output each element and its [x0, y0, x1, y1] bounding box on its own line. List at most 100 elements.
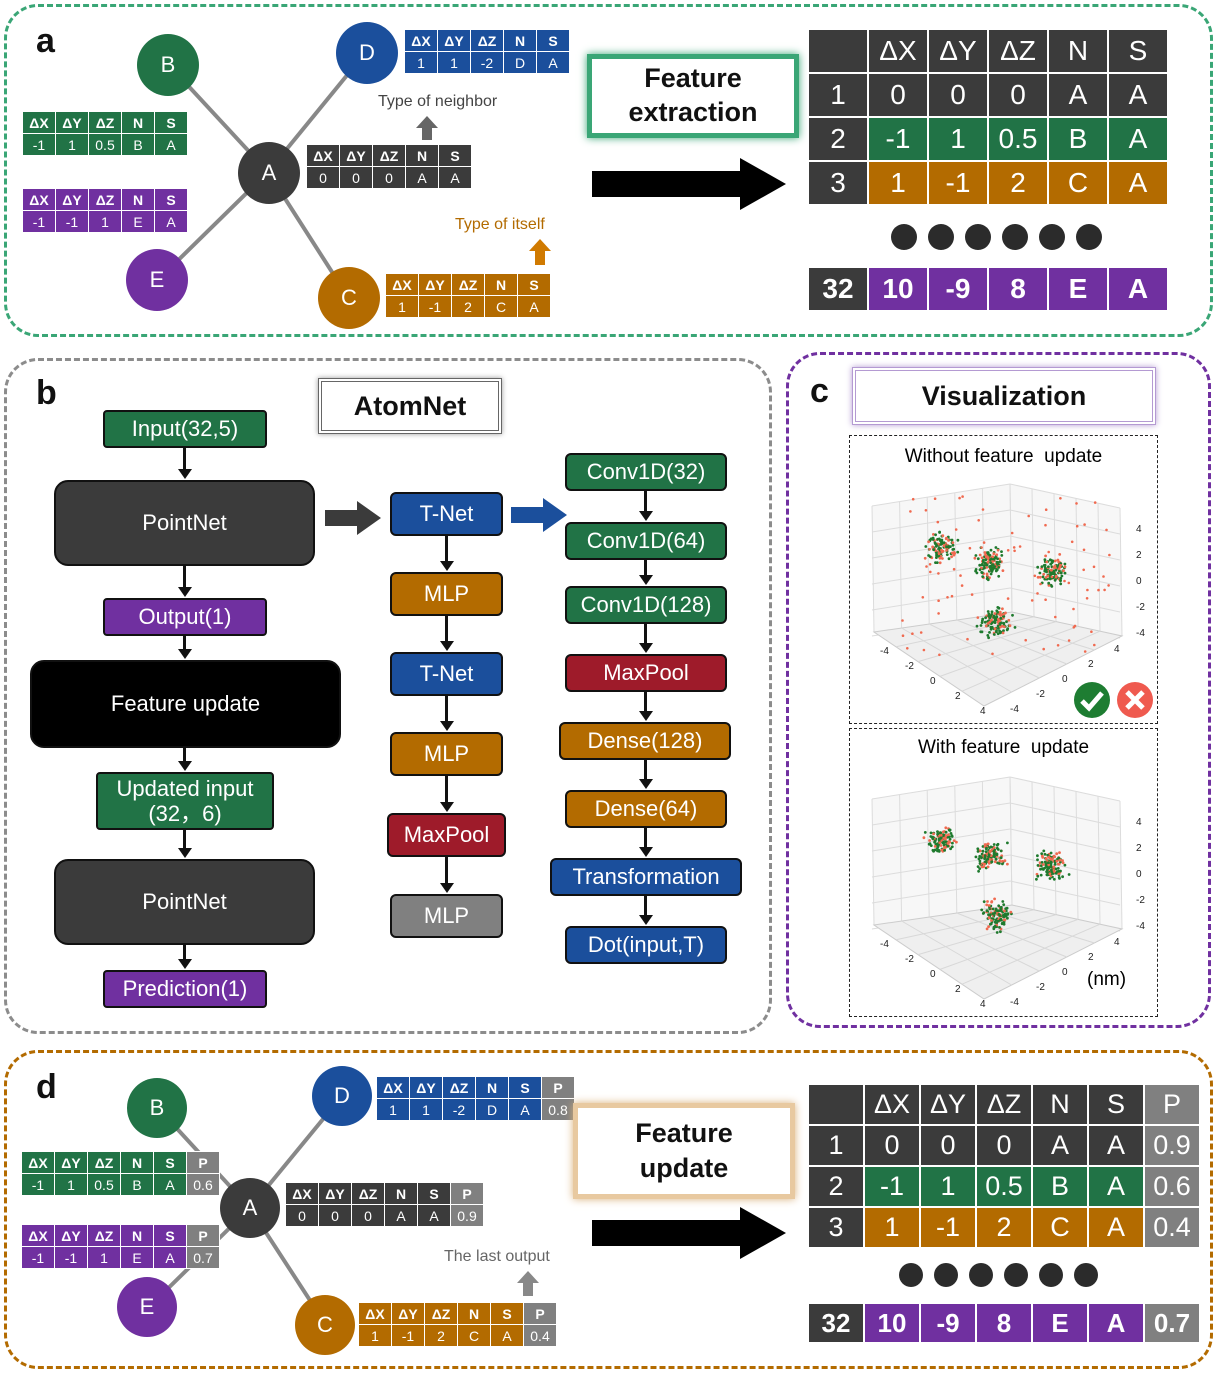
- feature-table-d-last-row: 32 10 -9 8 E A 0.7: [807, 1302, 1201, 1344]
- scatter-point: [1006, 597, 1010, 600]
- scatter-point: [993, 855, 996, 859]
- scatter-point: [991, 652, 994, 656]
- scatter-point: [933, 845, 937, 848]
- feature-update-title-box: Feature update: [573, 1103, 795, 1199]
- node-a: A: [220, 1178, 280, 1238]
- scatter-point: [1093, 501, 1097, 504]
- scatter-point: [987, 636, 990, 640]
- scatter-point: [1045, 560, 1049, 564]
- scatter-point: [990, 618, 993, 622]
- scatter-point: [935, 553, 938, 556]
- scatter-point: [952, 839, 956, 842]
- scatter-point: [1058, 553, 1062, 556]
- y-tick-label: -4: [1010, 997, 1019, 1008]
- scatter-point: [1001, 607, 1004, 611]
- scatter-point: [1002, 903, 1006, 906]
- mlp-box-3: MLP: [390, 894, 503, 938]
- scatter-point: [1009, 910, 1013, 914]
- updated-input-box: Updated input (32，6): [96, 772, 274, 830]
- scatter-point: [1049, 583, 1053, 587]
- scatter-point: [977, 869, 980, 873]
- y-tick-label: -4: [1010, 704, 1019, 715]
- scatter-point: [985, 846, 988, 850]
- type-of-neighbor-label: Type of neighbor: [378, 93, 498, 110]
- scatter-point: [947, 545, 950, 548]
- feature-table-d: ΔX ΔY ΔZ N S P 1 0 0 0 A A 0.9 2 -1 1 0.…: [807, 1083, 1201, 1249]
- scatter-point: [986, 842, 990, 846]
- scatter-point: [992, 552, 996, 556]
- output-box: Output(1): [103, 598, 267, 636]
- scatter-point: [1046, 574, 1050, 578]
- scatter-point: [991, 907, 995, 911]
- scatter-point: [986, 900, 989, 903]
- scatter-point: [1040, 852, 1044, 855]
- scatter-point: [980, 556, 984, 560]
- scatter-point: [999, 621, 1003, 625]
- scatter-point: [1090, 630, 1093, 633]
- scatter-point: [998, 629, 1001, 633]
- scatter-point: [974, 554, 978, 557]
- scatter-point: [942, 833, 946, 837]
- scatter-point: [1013, 549, 1016, 553]
- scatter-point: [1006, 912, 1010, 915]
- scatter-point: [990, 919, 993, 922]
- scatter-point: [936, 832, 940, 836]
- scatter-point: [1060, 574, 1064, 578]
- scatter-point: [981, 508, 985, 511]
- scatter-point: [1044, 554, 1047, 558]
- scatter-point: [976, 557, 980, 561]
- scatter-point: [983, 620, 987, 624]
- scatter-point: [942, 541, 946, 544]
- scatter-point: [952, 551, 956, 554]
- z-tick-label: 2: [1136, 550, 1142, 561]
- maxpool-box-2: MaxPool: [565, 654, 727, 692]
- scatter-point: [923, 831, 927, 834]
- z-tick-label: 4: [1136, 817, 1142, 828]
- scatter-point: [989, 922, 993, 926]
- scatter-point: [985, 909, 989, 913]
- panel-a: [4, 4, 1213, 337]
- mlp-box-2: MLP: [390, 732, 503, 776]
- scatter-point: [1047, 584, 1051, 587]
- scatter-point: [976, 847, 980, 851]
- input-box: Input(32,5): [103, 410, 267, 448]
- scatter-point: [999, 930, 1002, 934]
- ellipsis-dot: [1076, 224, 1102, 250]
- scatter-point: [1072, 607, 1075, 611]
- scatter-point: [928, 555, 932, 559]
- scatter-point: [999, 616, 1003, 620]
- scatter-point: [1038, 571, 1042, 575]
- scatter-point: [1003, 912, 1007, 916]
- prediction-box: Prediction(1): [103, 970, 267, 1008]
- scatter-point: [928, 563, 932, 566]
- scatter-point: [994, 630, 998, 634]
- scatter-point: [906, 647, 909, 650]
- scatter-point: [976, 865, 980, 868]
- scatter-point: [997, 574, 1001, 578]
- arrow-down-icon: [178, 587, 192, 597]
- scatter-point: [1001, 631, 1005, 635]
- scatter-point: [997, 606, 1001, 610]
- scatter-point: [938, 653, 941, 657]
- node-b: B: [127, 1078, 187, 1138]
- scatter-point: [925, 565, 928, 568]
- y-tick-label: 0: [1062, 674, 1068, 685]
- scatter-point: [934, 544, 938, 548]
- scatter-point: [952, 547, 956, 551]
- scatter-point: [985, 563, 989, 567]
- x-tick-label: -4: [880, 939, 889, 950]
- scatter-point: [938, 561, 942, 565]
- dense-128-box: Dense(128): [559, 722, 731, 760]
- scatter-point: [1093, 643, 1096, 647]
- z-tick-label: 0: [1136, 576, 1142, 587]
- scatter-point: [1003, 859, 1007, 863]
- scatter-point: [954, 528, 958, 531]
- scatter-point: [995, 846, 999, 850]
- scatter-point: [1049, 577, 1052, 581]
- scatter-point: [996, 548, 1000, 552]
- pointnet-box-2: PointNet: [54, 859, 315, 945]
